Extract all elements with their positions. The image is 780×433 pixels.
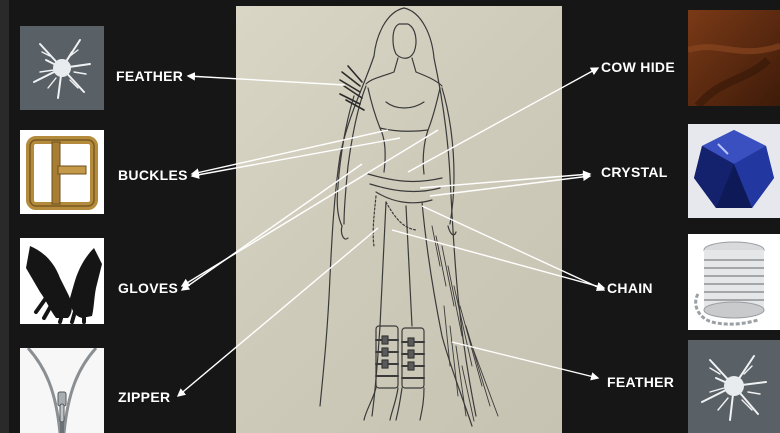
gloves-thumbnail	[20, 238, 104, 324]
label-crystal: CRYSTAL	[601, 164, 668, 180]
sketch-panel	[236, 6, 562, 433]
label-zipper: ZIPPER	[118, 389, 170, 405]
buckle-icon	[20, 130, 104, 214]
leather-icon	[688, 10, 780, 106]
zipper-thumbnail	[20, 348, 104, 433]
label-feather-left: FEATHER	[116, 68, 183, 84]
label-cow-hide: COW HIDE	[601, 59, 675, 75]
label-chain: CHAIN	[607, 280, 653, 296]
crystal-icon	[688, 124, 780, 218]
label-buckles: BUCKLES	[118, 167, 188, 183]
buckle-thumbnail	[20, 130, 104, 214]
chain-icon	[688, 234, 780, 330]
leather-thumbnail	[688, 10, 780, 106]
feather-icon	[20, 26, 104, 110]
crystal-thumbnail	[688, 124, 780, 218]
chain-thumbnail	[688, 234, 780, 330]
left-edge-sliver	[0, 0, 9, 433]
zipper-icon	[20, 348, 104, 433]
feather-icon	[688, 340, 780, 433]
feather-thumbnail-left	[20, 26, 104, 110]
feather-thumbnail-right	[688, 340, 780, 433]
label-gloves: GLOVES	[118, 280, 178, 296]
gloves-icon	[20, 238, 104, 324]
label-feather-right: FEATHER	[607, 374, 674, 390]
dress-sketch	[236, 6, 562, 433]
